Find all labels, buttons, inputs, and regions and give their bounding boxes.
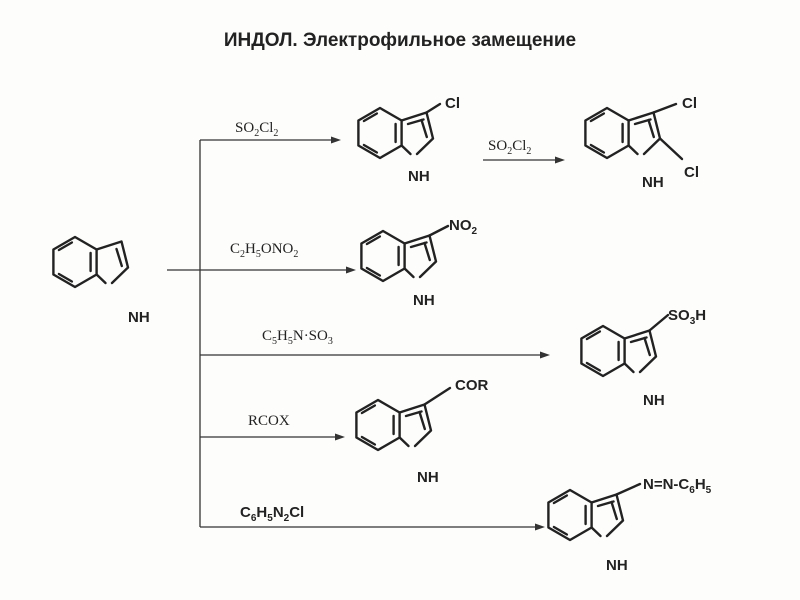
reagent-pyridine-so3: C5H5N·SO3 <box>262 328 333 347</box>
page-title: ИНДОЛ. Электрофильное замещение <box>223 30 577 51</box>
atom-label-nh: NH <box>642 174 664 191</box>
atom-label-nh: NH <box>128 309 150 326</box>
product-3-acylindole: COR NH <box>356 377 489 486</box>
product-2-3-dichloroindole: Cl Cl NH <box>585 95 699 191</box>
indole-start: NH <box>52 235 150 326</box>
atom-label-so3h: SO3H <box>668 307 706 327</box>
atom-label-cor: COR <box>455 377 489 394</box>
reagent-so2cl2-second: SO2Cl2 <box>488 138 531 157</box>
atom-label-nh: NH <box>408 168 430 185</box>
product-indole-3-sulfonic-acid: SO3H NH <box>581 307 706 409</box>
product-3-chloroindole: Cl NH <box>358 95 460 185</box>
atom-label-no2: NO2 <box>449 217 478 237</box>
product-3-nitroindole: NO2 NH <box>361 217 478 309</box>
reagent-ethyl-nitrite: C2H5ONO2 <box>230 241 298 260</box>
atom-label-cl: Cl <box>684 164 699 181</box>
atom-label-azo: N=N-C6H5 <box>643 476 712 496</box>
reaction-arrows <box>167 136 565 531</box>
reagent-diazonium: C6H5N2Cl <box>240 504 304 524</box>
reagent-acyl-halide: RCOX <box>248 413 290 429</box>
atom-label-cl: Cl <box>445 95 460 112</box>
atom-label-nh: NH <box>643 392 665 409</box>
atom-label-nh: NH <box>606 557 628 574</box>
product-3-phenylazoindole: N=N-C6H5 NH <box>548 476 712 574</box>
atom-label-nh: NH <box>413 292 435 309</box>
atom-label-cl: Cl <box>682 95 697 112</box>
reagent-so2cl2: SO2Cl2 <box>235 120 278 139</box>
atom-label-nh: NH <box>417 469 439 486</box>
